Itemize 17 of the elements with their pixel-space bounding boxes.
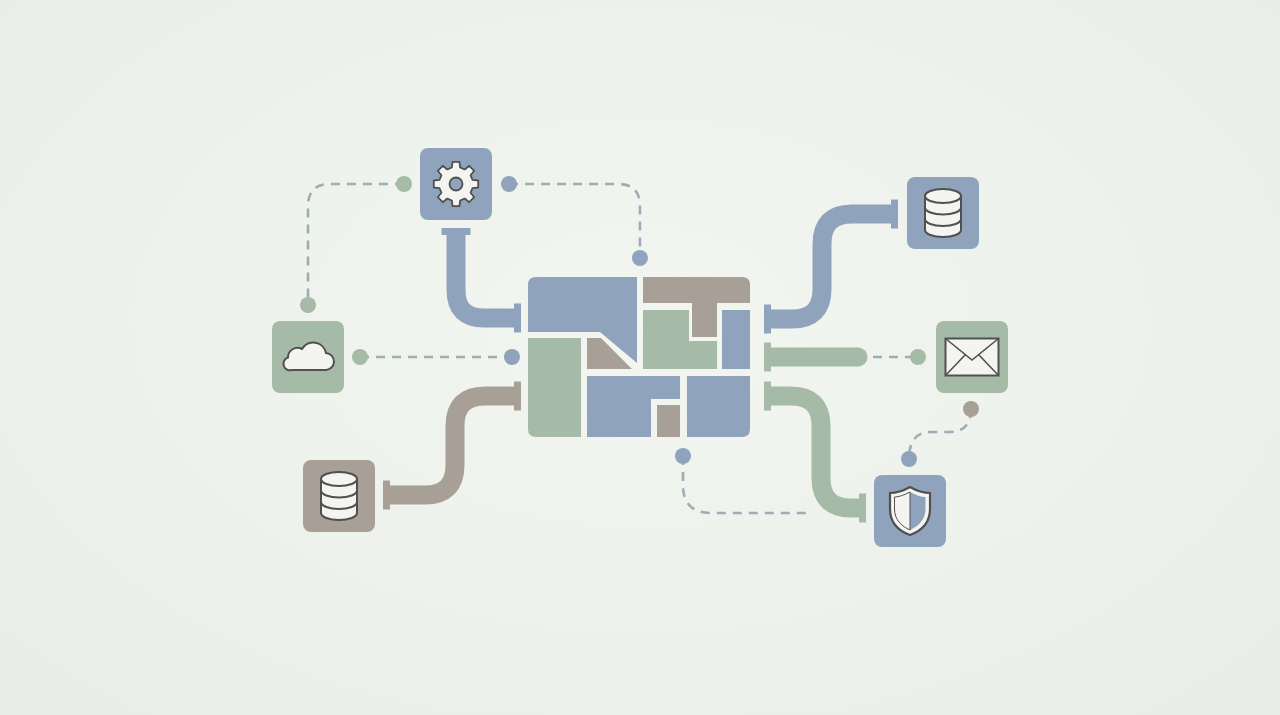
mosaic-block [528, 277, 751, 437]
dashed-connector [300, 176, 412, 313]
icon-tile [936, 321, 1008, 393]
icon-tile [907, 177, 979, 249]
pipe-connector [764, 342, 926, 372]
pipe-connector [383, 381, 521, 510]
dashed-connector [901, 401, 979, 467]
dashed-connector [352, 349, 520, 365]
icon-tile [420, 148, 492, 220]
pipe-connector [441, 228, 521, 333]
dashed-connector [675, 448, 806, 515]
icon-tile [303, 460, 375, 532]
pipe-connector [764, 199, 898, 334]
pipe-connector [764, 381, 866, 523]
icon-tile [272, 321, 344, 393]
dashed-connector [501, 176, 648, 266]
icon-tile [874, 475, 946, 547]
